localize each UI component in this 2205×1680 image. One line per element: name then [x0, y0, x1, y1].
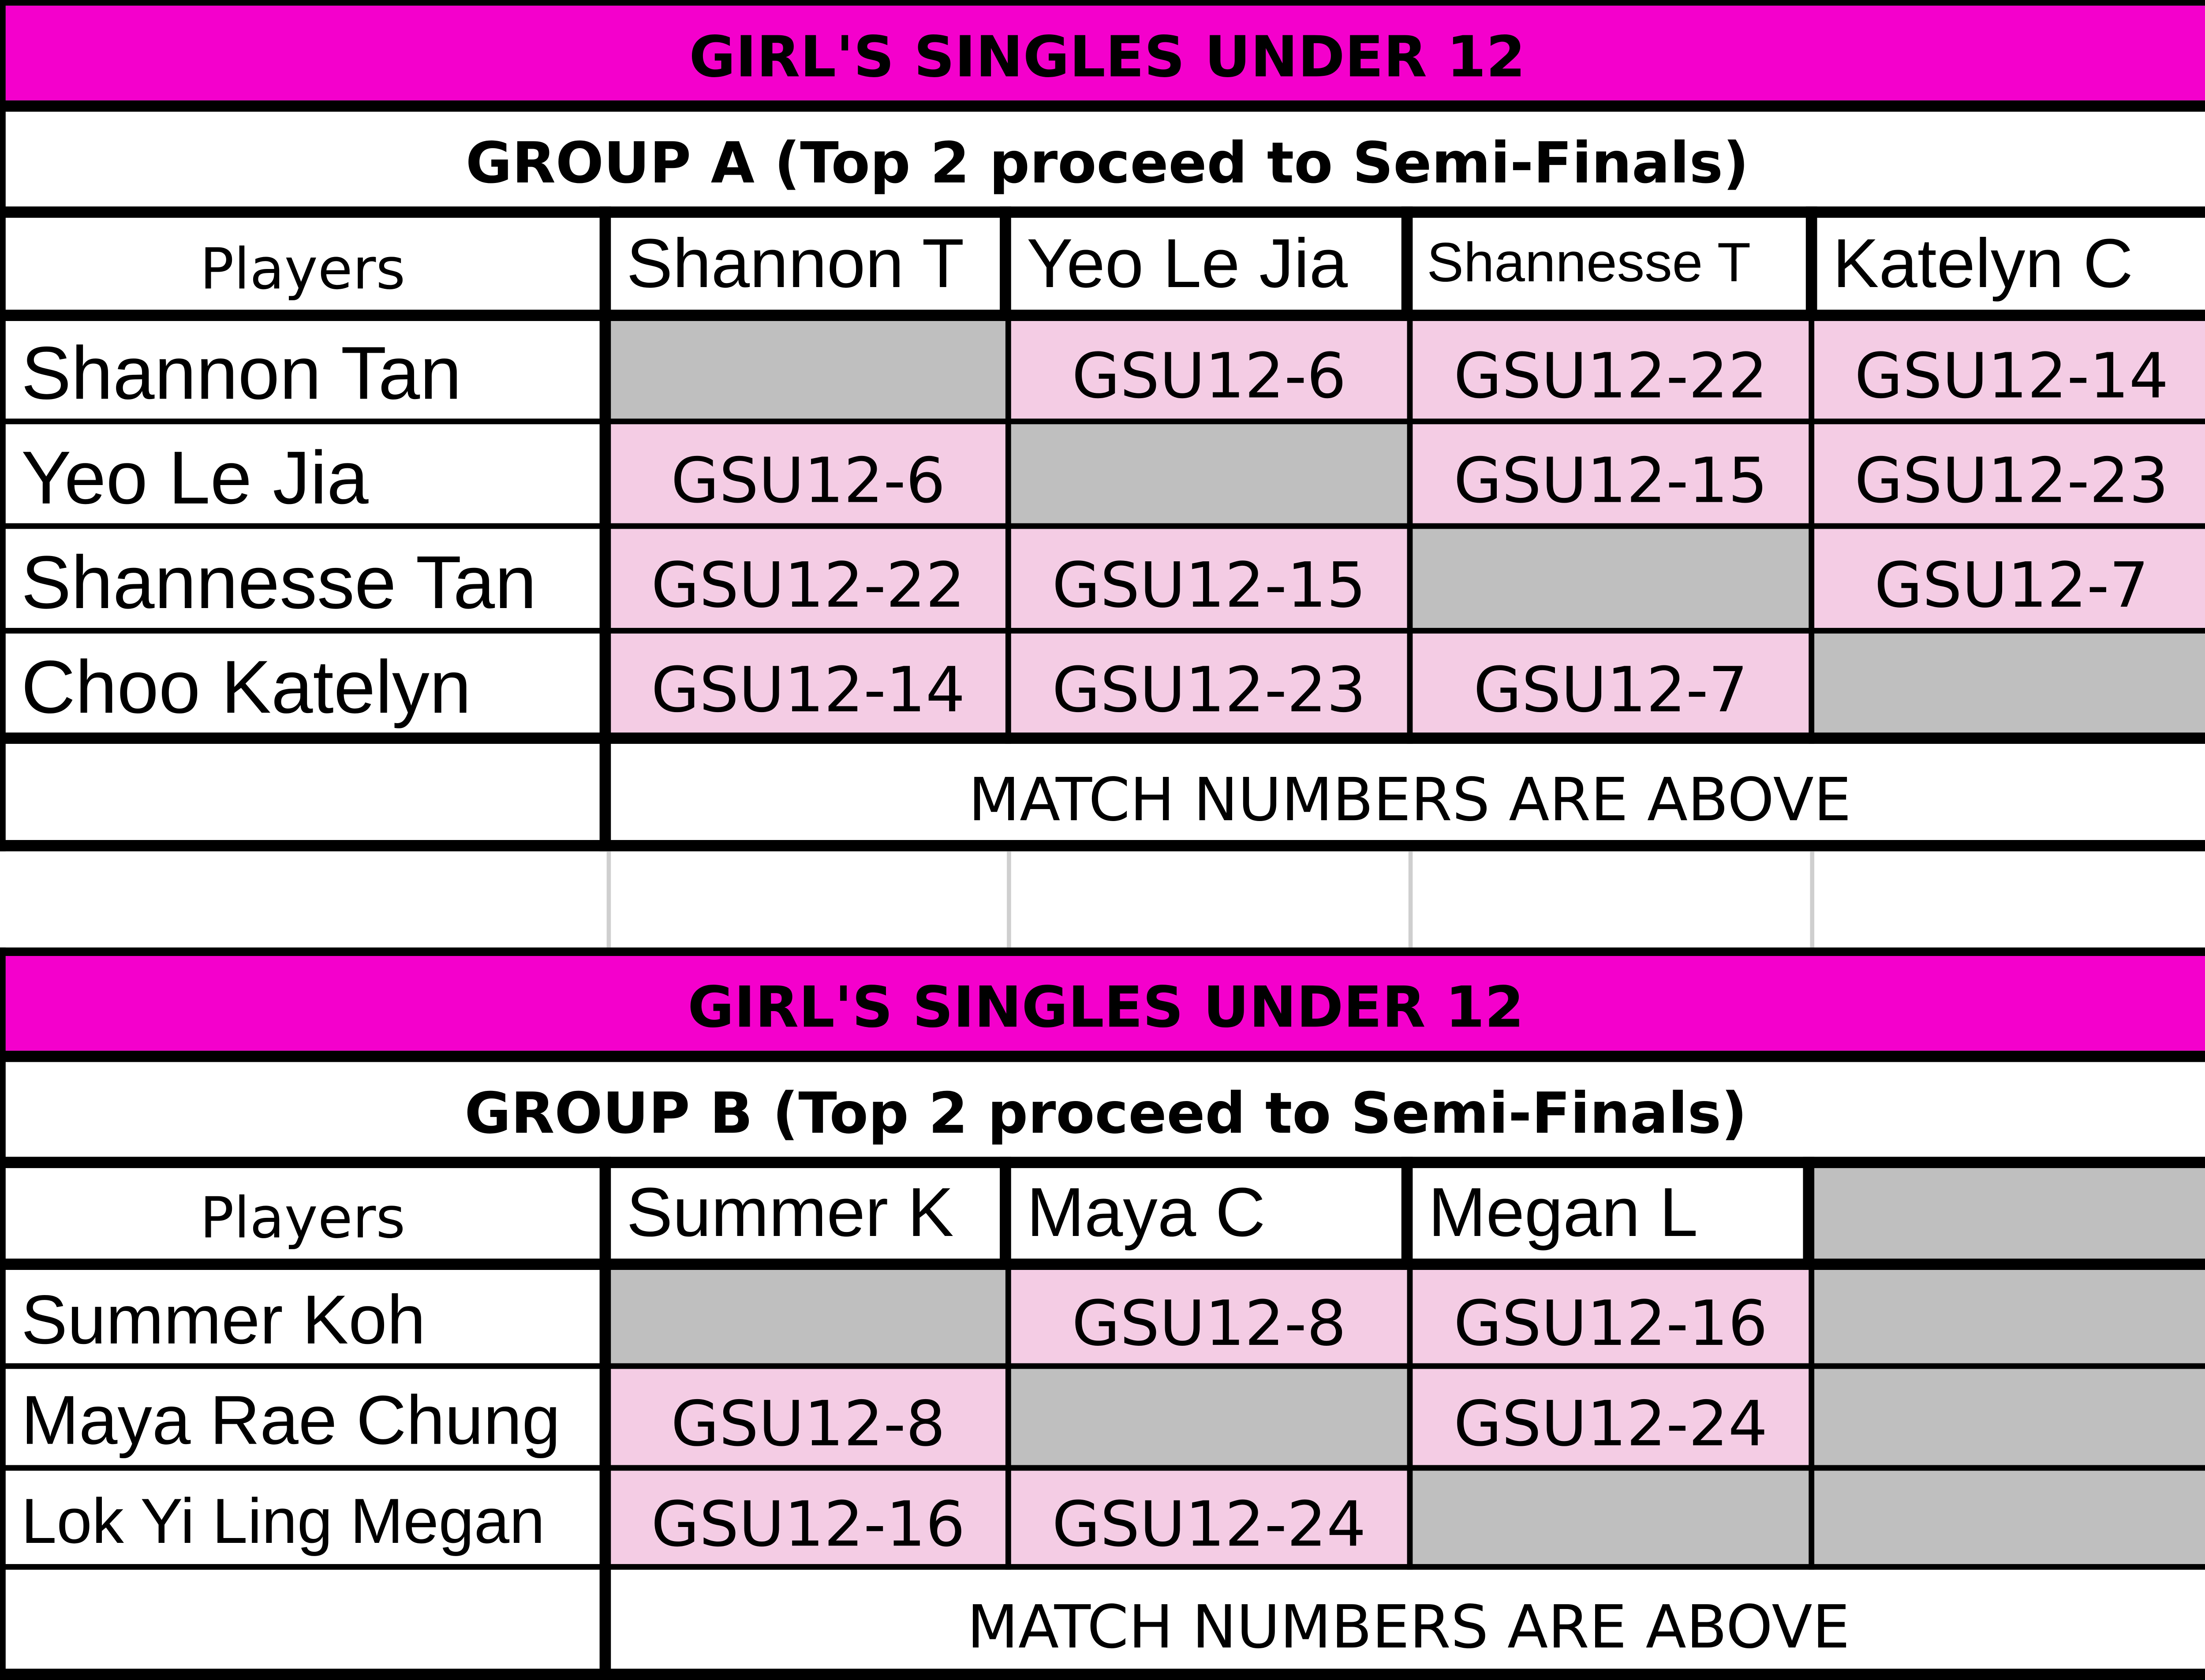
group-b-border	[0, 1669, 2205, 1680]
group-b-match-cell: GSU12-24	[1413, 1369, 1809, 1465]
group-b-unused-cell	[1814, 1369, 2205, 1465]
group-b-row-1-name: Summer Koh	[5, 1269, 600, 1363]
sheet-gridline	[1810, 851, 1815, 948]
group-a-col-4: Katelyn C	[1817, 217, 2205, 310]
group-b-footer-note: MATCH NUMBERS ARE ABOVE	[611, 1569, 2205, 1669]
group-a-match-cell: GSU12-22	[611, 529, 1005, 628]
group-a-players-label: Players	[5, 217, 600, 310]
group-b-unused-cell	[1814, 1471, 2205, 1564]
group-a-match-cell: GSU12-6	[611, 424, 1005, 523]
group-a-match-cell: GSU12-6	[1011, 321, 1407, 419]
group-a-border	[0, 0, 2205, 6]
group-b-border	[599, 1157, 611, 1680]
group-b-diagonal-cell	[1413, 1471, 1809, 1564]
group-a-border	[0, 840, 2205, 851]
group-b-diagonal-cell	[611, 1269, 1005, 1363]
group-b-row-3-name: Lok Yi Ling Megan	[5, 1471, 600, 1564]
group-b-subtitle: GROUP B (Top 2 proceed to Semi-Finals)	[5, 1062, 2205, 1157]
group-a-footer-blank	[5, 743, 600, 840]
group-b-match-cell: GSU12-24	[1011, 1471, 1407, 1564]
group-b-border	[0, 947, 2205, 956]
sheet-gridline	[1408, 851, 1413, 948]
group-b-col-3: Megan L	[1413, 1168, 1803, 1259]
group-b-unused-col	[1814, 1168, 2205, 1259]
group-a-match-cell: GSU12-23	[1011, 633, 1407, 733]
group-a-diagonal-cell	[1413, 529, 1809, 628]
group-a-diagonal-cell	[1814, 633, 2205, 733]
group-a-border	[0, 206, 2205, 218]
group-a-border	[1805, 206, 1817, 321]
group-b-row-2-name: Maya Rae Chung	[5, 1369, 600, 1465]
group-b-match-cell: GSU12-8	[611, 1369, 1005, 1465]
group-a-row-1-name: Shannon Tan	[5, 321, 600, 419]
group-a-col-2: Yeo Le Jia	[1011, 217, 1401, 310]
group-b-players-label: Players	[5, 1168, 600, 1259]
group-a-border	[0, 523, 2205, 529]
group-b-border	[0, 1363, 2205, 1369]
group-b-border	[1401, 1157, 1413, 1270]
group-a-border	[1401, 206, 1413, 321]
group-a-row-4-name: Choo Katelyn	[5, 633, 600, 733]
group-a-match-cell: GSU12-23	[1814, 424, 2205, 523]
group-a-match-cell: GSU12-22	[1413, 321, 1809, 419]
group-a-match-cell: GSU12-15	[1011, 529, 1407, 628]
group-a-col-3: Shannesse T	[1413, 217, 1806, 310]
group-a-match-cell: GSU12-15	[1413, 424, 1809, 523]
group-a-title: GIRL'S SINGLES UNDER 12	[5, 5, 2205, 101]
group-a-diagonal-cell	[611, 321, 1005, 419]
group-a-border	[1809, 321, 1815, 744]
group-a-border	[0, 0, 6, 851]
group-b-border	[0, 1564, 2205, 1570]
group-b-unused-cell	[1814, 1269, 2205, 1363]
group-a-border	[1000, 206, 1011, 321]
group-a-col-1: Shannon T	[611, 217, 1000, 310]
group-a-match-cell: GSU12-7	[1814, 529, 2205, 628]
group-b-border	[1005, 1269, 1011, 1570]
group-a-match-cell: GSU12-7	[1413, 633, 1809, 733]
group-b-title: GIRL'S SINGLES UNDER 12	[5, 956, 2205, 1051]
group-a-footer-note: MATCH NUMBERS ARE ABOVE	[611, 743, 2205, 840]
group-b-border	[0, 1157, 2205, 1169]
group-a-row-2-name: Yeo Le Jia	[5, 424, 600, 523]
group-a-border	[0, 310, 2205, 321]
group-b-border	[1803, 1157, 1815, 1270]
group-b-diagonal-cell	[1011, 1369, 1407, 1465]
group-b-border	[1809, 1269, 1815, 1570]
group-b-border	[0, 1050, 2205, 1062]
group-a-subtitle: GROUP A (Top 2 proceed to Semi-Finals)	[5, 112, 2205, 207]
group-a-border	[0, 418, 2205, 425]
group-a-match-cell: GSU12-14	[611, 633, 1005, 733]
group-b-col-1: Summer K	[611, 1168, 1000, 1259]
group-b-match-cell: GSU12-16	[611, 1471, 1005, 1564]
group-a-diagonal-cell	[1011, 424, 1407, 523]
group-a-border	[1005, 321, 1011, 744]
group-b-border	[1000, 1157, 1011, 1270]
group-b-border	[1407, 1269, 1413, 1570]
sheet-gridline	[1007, 851, 1011, 948]
group-a-border	[0, 627, 2205, 634]
group-b-border	[0, 947, 6, 1680]
group-a-border	[1407, 321, 1413, 744]
group-a-row-3-name: Shannesse Tan	[5, 529, 600, 628]
group-b-match-cell: GSU12-16	[1413, 1269, 1809, 1363]
group-b-footer-blank	[5, 1569, 600, 1669]
group-b-border	[0, 1258, 2205, 1270]
group-a-border	[0, 100, 2205, 112]
group-b-border	[0, 1465, 2205, 1471]
sheet-gridline	[606, 851, 611, 948]
group-a-match-cell: GSU12-14	[1814, 321, 2205, 419]
group-a-border	[0, 732, 2205, 744]
group-b-col-2: Maya C	[1011, 1168, 1401, 1259]
group-b-match-cell: GSU12-8	[1011, 1269, 1407, 1363]
group-a-border	[599, 206, 611, 851]
